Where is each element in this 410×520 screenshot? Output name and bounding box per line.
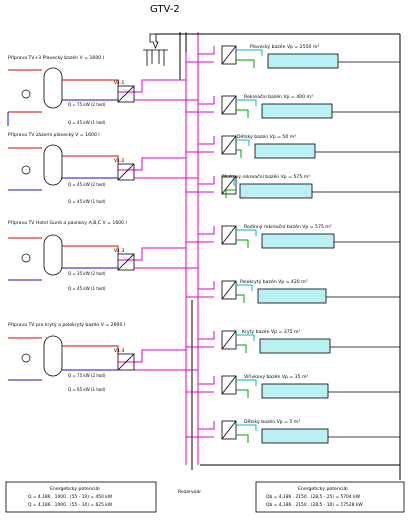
heat-exchanger-3 [117, 253, 135, 271]
pool-row: Dětský bazén Vp = 50 m³ [186, 133, 400, 159]
pool-basin [267, 53, 339, 69]
pool-basin [261, 383, 329, 399]
pool-heat-exchanger [221, 175, 237, 195]
pool-basin [257, 288, 327, 304]
storage-tank-2 [43, 144, 63, 186]
pool-heat-exchanger [221, 330, 237, 350]
pool-basin [259, 338, 331, 354]
pool-row: Dětský bazén Vp = 5 m³ [186, 418, 400, 444]
pool-heat-exchanger [221, 375, 237, 395]
reservoir-label: Rezervoár [178, 488, 201, 495]
legend-left: Energetický potenciál Q = 4,186 . 1000 .… [5, 481, 157, 513]
valve-2-label: V1.2 [114, 158, 125, 164]
pool-label: Rekreační bazén Vp = 400 m³ [244, 93, 313, 100]
pool-basin [261, 233, 335, 249]
legend-right-line1: Qb = 4,186 . 2150 . (28,5 - 25) = 5704 k… [266, 494, 361, 500]
heat-exchanger-4 [117, 353, 135, 371]
legend-right-line2: Qb = 4,186 . 2150 . (28,5 - 10) = 17528 … [266, 502, 363, 508]
pool-heat-exchanger [221, 225, 237, 245]
heater-4-heading: Příprava TV pro krytý a polokrytý bazén … [8, 321, 125, 328]
pump-icon [21, 353, 31, 363]
pump-icon [21, 89, 31, 99]
storage-tank-4 [43, 335, 63, 377]
pool-label: Krytý bazén Vp = 375 m³ [242, 328, 300, 335]
pool-row: Skokový rekreační bazén Vp = 575 m³ [186, 173, 400, 199]
heater-block-2 [8, 144, 198, 191]
pool-basin [261, 428, 329, 444]
well-symbol [143, 33, 168, 66]
valve-4-label: V1.4 [114, 348, 125, 354]
pump-icon [21, 165, 31, 175]
legend-left-line1: Q = 4,186 . 1000 . (55 - 10) = 450 kW [28, 494, 113, 500]
valve-1-label: V1.1 [114, 80, 125, 86]
heater-block-1 [7, 67, 198, 126]
left-block-labels: Příprava TV+3 Plavecký bazén V = 1600 l … [8, 54, 127, 392]
storage-tank-1 [43, 67, 63, 109]
pool-row: Polokrytý bazén Vp = 420 m³ [186, 278, 400, 304]
pool-heat-exchanger [221, 280, 237, 300]
pump-icon [21, 253, 31, 263]
pool-label: Skokový rekreační bazén Vp = 575 m³ [222, 173, 310, 180]
legend-right-title: Energetický potenciál [298, 485, 348, 492]
heater-2-q-red: Q = 45 kW (2 hod) [68, 182, 106, 187]
pool-basin [254, 143, 316, 159]
legend-left-line2: Q = 4,186 . 1000 . (55 - 10) = 625 kW [28, 502, 113, 508]
heater-1-heading: Příprava TV+3 Plavecký bazén V = 1600 l [8, 54, 104, 61]
pool-label: Vířivkový bazén Vp = 35 m³ [244, 373, 308, 380]
heater-2-q-blue: Q = 45 kW (1 hod) [68, 199, 106, 204]
heat-exchanger-1 [117, 85, 135, 103]
heater-4-q-blue: Q = 65 kW (1 hod) [68, 387, 106, 392]
pool-row: Rekreační bazén Vp = 400 m³ [186, 93, 400, 119]
heater-block-3 [8, 234, 198, 281]
pool-row: Rodinný rekreační bazén Vp = 575 m³ [186, 223, 400, 249]
heat-exchanger-2 [117, 163, 135, 181]
heater-block-4 [8, 335, 198, 381]
diagram-title: GTV-2 [150, 4, 180, 15]
heater-3-q-blue: Q = 45 kW (1 hod) [68, 286, 106, 291]
pool-group: Plavecký bazén Vp = 2550 m³ Rekreační baz… [186, 43, 400, 444]
pool-heat-exchanger [221, 420, 237, 440]
heater-3-heading: Příprava TV Hotel Gurdi a pavilony A,B,C… [8, 219, 127, 226]
valve-3-label: V1.3 [114, 248, 125, 254]
pool-basin [261, 103, 333, 119]
pool-row: Vířivkový bazén Vp = 35 m³ [186, 373, 400, 399]
pool-label: Plavecký bazén Vp = 2550 m³ [250, 43, 319, 50]
heater-1-q-blue: Q = 45 kW (1 hod) [68, 120, 106, 125]
heater-2-heading: Příprava TV zázemí plavecký V = 1600 l [8, 131, 100, 138]
pool-label: Dětský bazén Vp = 5 m³ [244, 418, 300, 425]
pool-heat-exchanger [221, 135, 237, 155]
heater-1-q-red: Q = 75 kW (2 hod) [68, 102, 106, 107]
pool-label: Polokrytý bazén Vp = 420 m³ [240, 278, 308, 285]
heater-4-q-red: Q = 75 kW (2 hod) [68, 373, 106, 378]
legend-right: Energetický potenciál Qb = 4,186 . 2150 … [255, 481, 405, 513]
heater-3-q-red: Q = 35 kW (2 hod) [68, 271, 106, 276]
legend-left-title: Energetický potenciál [50, 485, 100, 492]
pool-label: Rodinný rekreační bazén Vp = 575 m³ [244, 223, 332, 230]
pool-label: Dětský bazén Vp = 50 m³ [237, 133, 296, 140]
storage-tank-3 [43, 234, 63, 276]
pool-basin [239, 183, 313, 199]
pool-heat-exchanger [221, 95, 237, 115]
pool-heat-exchanger [221, 45, 237, 65]
pool-row: Plavecký bazén Vp = 2550 m³ [186, 43, 400, 69]
pool-row: Krytý bazén Vp = 375 m³ [186, 328, 400, 354]
